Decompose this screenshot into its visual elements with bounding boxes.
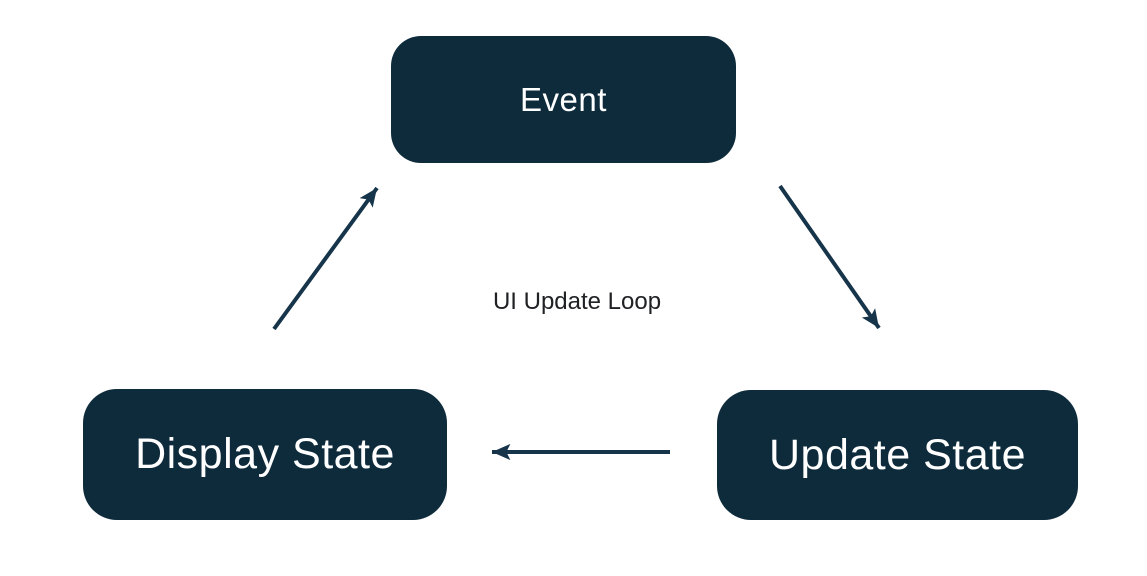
arrow-display-state-to-event [272, 186, 379, 331]
node-update-state-label: Update State [768, 430, 1026, 479]
arrow-event-to-update-state [778, 184, 881, 330]
node-event: Event [391, 36, 736, 163]
diagram-title: UI Update Loop [492, 288, 662, 315]
node-event-label: Event [520, 80, 607, 118]
node-update-state: Update State [717, 390, 1078, 520]
node-display-state: Display State [83, 389, 447, 520]
node-display-state-label: Display State [135, 430, 395, 478]
